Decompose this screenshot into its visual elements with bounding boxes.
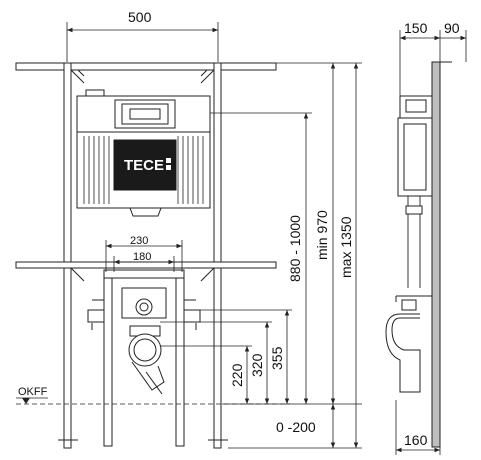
dim-max-height: max 1350 [338,216,354,278]
carrier-right [175,269,185,447]
floor-level-label: OKFF [18,386,48,398]
feet [58,439,228,449]
bracket-mid-right [200,267,215,282]
dim-height-220: 220 [229,363,245,387]
brand-mark [166,158,171,163]
front-view [15,62,277,449]
bracket-top-left [70,69,85,84]
dim-inner-width-1: 230 [130,235,148,247]
side-drain-bend [385,313,421,393]
bolt-right [183,309,201,323]
side-cistern-body [397,117,433,197]
dim-depth-extra: 90 [444,20,460,36]
side-dimensions [395,30,467,455]
bracket-top-right [200,69,215,84]
dim-min-height: min 970 [314,210,330,260]
bolt-left [87,309,105,323]
dim-floor-adjust: 0 -200 [276,419,316,435]
left-post [63,62,72,449]
dim-depth-frame: 150 [404,20,428,36]
supply-connection [135,298,153,316]
side-bowl-connector [401,299,417,311]
front-dimensions [66,22,362,449]
floor-level-marker: OKFF [16,386,290,405]
carrier-left [103,269,113,447]
dim-height-320: 320 [249,353,265,377]
dim-depth-bottom: 160 [404,432,428,448]
carrier-top [103,269,185,279]
bracket-mid-left [70,267,85,282]
brand-label: TECE [124,157,164,174]
drain-elbow [131,361,165,391]
cistern-outlet [129,207,162,217]
top-crossbar [15,62,277,71]
dim-height-355: 355 [269,346,285,370]
side-view [385,61,452,448]
brand-plate [113,139,177,191]
cistern-ribs [83,136,204,204]
dim-inner-width-2: 180 [133,251,151,263]
right-post [213,62,222,449]
side-front-panel [431,61,441,448]
dim-height-range: 880 - 1000 [287,215,303,282]
dim-frame-width: 500 [128,9,152,25]
